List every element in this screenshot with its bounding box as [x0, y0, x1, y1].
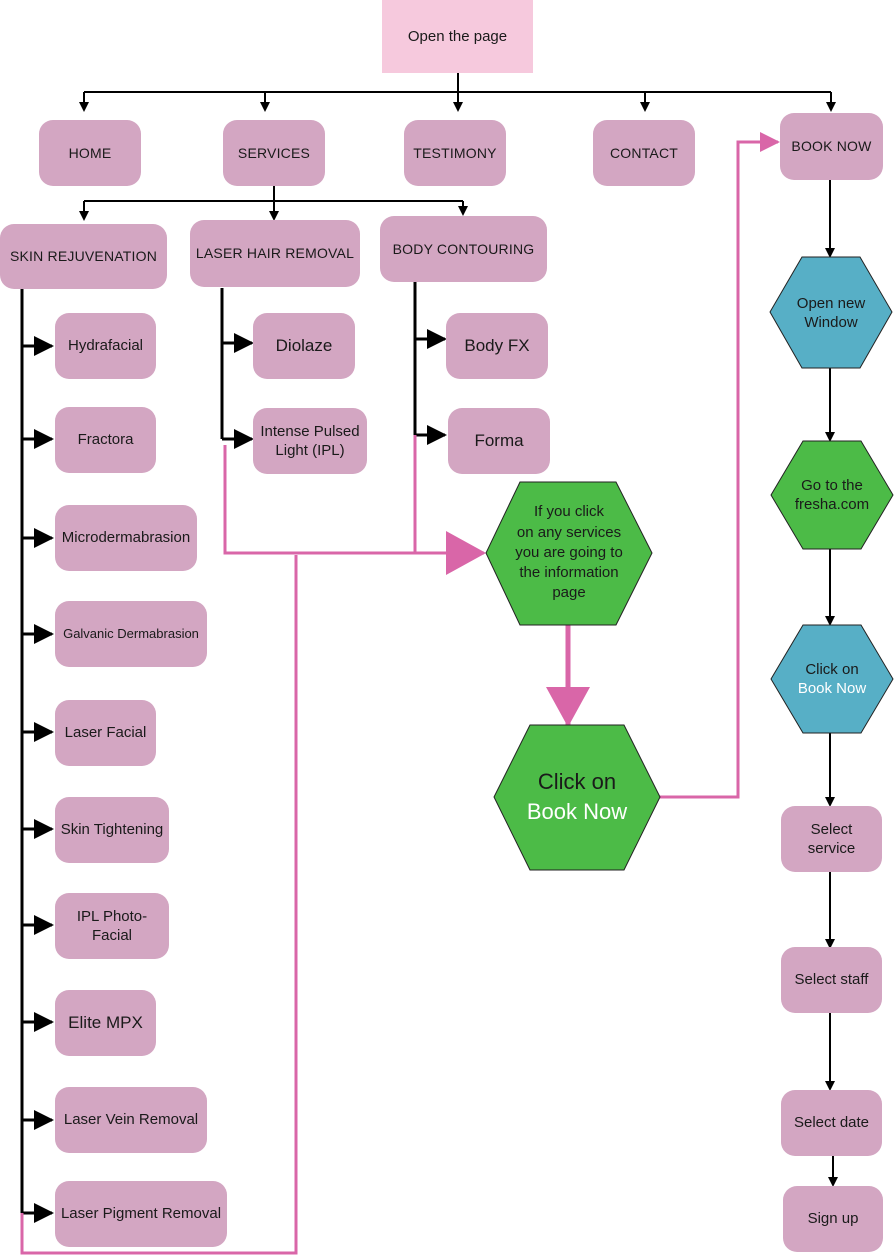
info-line-3: you are going to	[515, 543, 623, 561]
select-staff-node[interactable]: Select staff	[781, 947, 882, 1013]
hex-fresha-shape	[770, 440, 894, 550]
click-big-line-1: Click on	[537, 769, 617, 795]
click-book-now-small-hex[interactable]: Click on Book Now	[780, 651, 884, 707]
info-line-2: on any services	[516, 523, 622, 541]
skin-tightening-node[interactable]: Skin Tightening	[55, 797, 169, 863]
fresha-line-1: Go to the	[801, 476, 863, 494]
select-service-node[interactable]: Select service	[781, 806, 882, 872]
go-to-fresha-hex[interactable]: Go to the fresha.com	[780, 467, 884, 523]
laser-facial-node[interactable]: Laser Facial	[55, 700, 156, 766]
hydrafacial-node[interactable]: Hydrafacial	[55, 313, 156, 379]
info-line-1: If you click	[533, 503, 605, 521]
top-connectors	[79, 73, 836, 112]
services-connectors	[79, 185, 468, 221]
fresha-line-2: fresha.com	[794, 496, 870, 513]
info-page-hex[interactable]: If you click on any services you are goi…	[505, 497, 633, 609]
body-contouring-node[interactable]: BODY CONTOURING	[380, 216, 547, 282]
open-window-line-1: Open new	[796, 294, 866, 312]
click-small-line-2: Book Now	[797, 680, 867, 697]
hex-click-small-shape	[770, 624, 894, 734]
galvanic-dermabrasion-node[interactable]: Galvanic Dermabrasion	[55, 601, 207, 667]
home-node[interactable]: HOME	[39, 120, 141, 186]
skin-rejuvenation-node[interactable]: SKIN REJUVENATION	[0, 224, 167, 289]
hex-click-book-shape	[493, 724, 661, 871]
open-page-node[interactable]: Open the page	[382, 0, 533, 73]
diolaze-node[interactable]: Diolaze	[253, 313, 355, 379]
contact-node[interactable]: CONTACT	[593, 120, 695, 186]
sign-up-node[interactable]: Sign up	[783, 1186, 883, 1252]
testimony-node[interactable]: TESTIMONY	[404, 120, 506, 186]
ipl-node[interactable]: Intense Pulsed Light (IPL)	[253, 408, 367, 474]
ipl-photo-facial-node[interactable]: IPL Photo-Facial	[55, 893, 169, 959]
body-fx-node[interactable]: Body FX	[446, 313, 548, 379]
info-line-5: page	[552, 584, 586, 602]
ipl-line-1: Intense Pulsed	[260, 422, 360, 440]
ipl-line-2: Light (IPL)	[275, 442, 345, 459]
info-line-4: the information	[519, 564, 619, 582]
click-big-line-2: Book Now	[526, 799, 628, 824]
select-date-node[interactable]: Select date	[781, 1090, 882, 1156]
laser-spine	[220, 288, 254, 449]
forma-node[interactable]: Forma	[448, 408, 550, 474]
body-spine	[413, 282, 447, 445]
pink-connectors	[20, 132, 780, 1255]
skin-spine	[20, 288, 54, 1223]
open-window-line-2: Window	[804, 314, 858, 331]
laser-pigment-removal-node[interactable]: Laser Pigment Removal	[55, 1181, 227, 1247]
laser-vein-removal-node[interactable]: Laser Vein Removal	[55, 1087, 207, 1153]
services-node[interactable]: SERVICES	[223, 120, 325, 186]
book-now-node[interactable]: BOOK NOW	[780, 113, 883, 180]
open-new-window-hex[interactable]: Open new Window	[780, 285, 882, 341]
laser-hair-removal-node[interactable]: LASER HAIR REMOVAL	[190, 220, 360, 287]
hex-open-window-shape	[769, 256, 893, 369]
microdermabrasion-node[interactable]: Microdermabrasion	[55, 505, 197, 571]
click-book-now-hex[interactable]: Click on Book Now	[510, 755, 644, 839]
hex-info-shape	[485, 481, 653, 626]
booking-flow-connectors	[825, 180, 838, 1187]
click-small-line-1: Click on	[805, 660, 859, 678]
fractora-node[interactable]: Fractora	[55, 407, 156, 473]
elite-mpx-node[interactable]: Elite MPX	[55, 990, 156, 1056]
